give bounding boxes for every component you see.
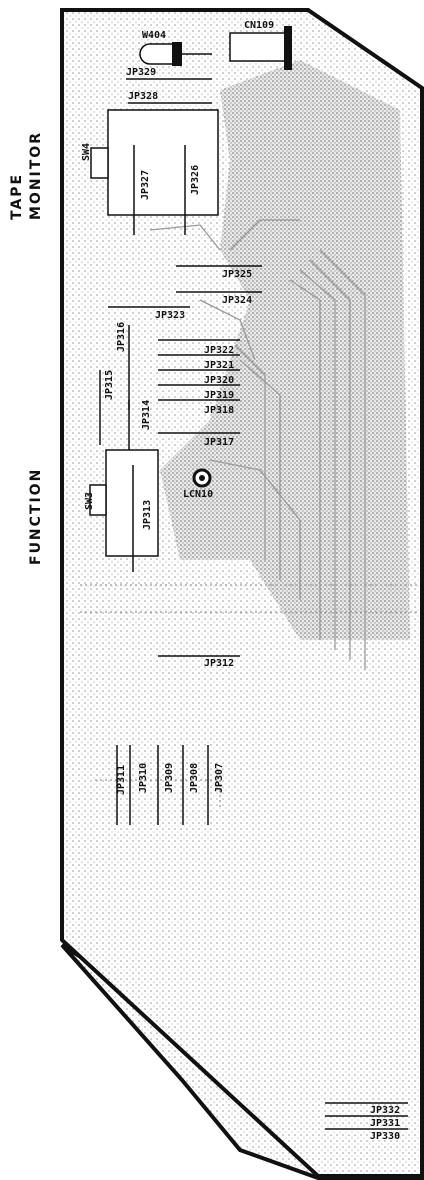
jp320-label: JP320	[204, 375, 234, 386]
sw4-label: SW4	[81, 143, 92, 161]
jp307-label: JP307	[214, 763, 225, 793]
jp332-label: JP332	[370, 1105, 400, 1116]
jp322-label: JP322	[204, 345, 234, 356]
jp330-label: JP330	[370, 1131, 400, 1142]
jp312-label: JP312	[204, 658, 234, 669]
sw3-switch: SW3 JP313	[84, 449, 159, 572]
sw3-label: SW3	[84, 492, 95, 510]
jp314-label: JP314	[141, 400, 152, 430]
jp318-label: JP318	[204, 405, 234, 416]
jp321-label: JP321	[204, 360, 234, 371]
jp317-label: JP317	[204, 437, 234, 448]
tape-monitor-label-line1: TAPE	[9, 173, 25, 220]
jp316-label: JP316	[116, 322, 127, 352]
jp325-label: JP325	[222, 269, 252, 280]
jp313-label: JP313	[142, 500, 153, 530]
jp309-label: JP309	[164, 763, 175, 793]
lcn10-label: LCN10	[183, 489, 213, 500]
traces	[80, 219, 420, 810]
bottom-jumpers	[325, 1102, 408, 1130]
cn109-component: CN109	[229, 20, 292, 70]
jp310-label: JP310	[138, 763, 149, 793]
jp324-label: JP324	[222, 295, 252, 306]
jp315-label: JP315	[104, 370, 115, 400]
vertical-jumpers	[116, 745, 209, 825]
ground-plane	[160, 60, 410, 640]
w404-component: W404	[139, 30, 212, 66]
tape-monitor-label-line2: MONITOR	[28, 131, 44, 220]
lcn10-component: LCN10	[183, 468, 213, 500]
jp327-label: JP327	[140, 170, 151, 200]
w404-label: W404	[142, 30, 166, 41]
jp308-label: JP308	[189, 763, 200, 793]
jp319-label: JP319	[204, 390, 234, 401]
function-label: FUNCTION	[28, 468, 44, 565]
jp328-label: JP328	[128, 91, 158, 102]
jp311-label: JP311	[116, 765, 127, 795]
jumper-stack	[158, 339, 240, 434]
jp331-label: JP331	[370, 1118, 400, 1129]
cn109-label: CN109	[244, 20, 274, 31]
jp329-label: JP329	[126, 67, 156, 78]
jp326-label: JP326	[190, 165, 201, 195]
sw4-switch: SW4 JP327 JP326	[81, 109, 219, 235]
jp323-label: JP323	[155, 310, 185, 321]
